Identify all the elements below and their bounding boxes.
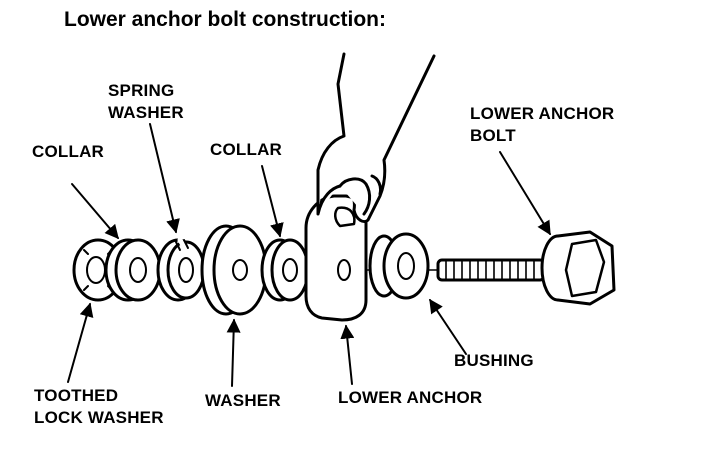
- label-line: TOOTHED: [34, 386, 119, 405]
- label-line: WASHER: [108, 103, 184, 122]
- washer-arrow: [226, 318, 241, 387]
- spring-washer-part: [156, 237, 206, 302]
- label-line: BOLT: [470, 126, 516, 145]
- label-spring-washer: SPRING WASHER: [108, 80, 184, 124]
- label-lower-anchor: LOWER ANCHOR: [338, 388, 483, 407]
- hand-drawing: [316, 52, 436, 224]
- spring-washer-arrow: [149, 123, 180, 234]
- label-collar-left: COLLAR: [32, 142, 105, 161]
- toothed-lock-washer-arrow: [67, 302, 94, 383]
- collar-right-arrow: [261, 165, 284, 238]
- collar-left-arrow: [71, 183, 119, 240]
- label-line: LOWER ANCHOR: [470, 104, 615, 123]
- label-lower-anchor-bolt: LOWER ANCHOR BOLT: [470, 103, 614, 147]
- bolt-threads: [436, 258, 546, 282]
- label-collar-right: COLLAR: [210, 140, 283, 159]
- label-toothed-lock-washer: TOOTHED LOCK WASHER: [34, 385, 164, 429]
- collar-left-part: [104, 238, 162, 302]
- lower-anchor-arrow: [340, 324, 355, 385]
- lower-anchor-bolt-part: [540, 230, 616, 306]
- label-bushing: BUSHING: [454, 351, 534, 370]
- bushing-part: [368, 232, 430, 300]
- washer-part: [200, 224, 268, 316]
- label-line: LOCK WASHER: [34, 408, 164, 427]
- lower-anchor-bolt-arrow: [499, 151, 551, 236]
- diagram-title: Lower anchor bolt construction:: [64, 8, 387, 31]
- bushing-arrow: [429, 298, 467, 355]
- label-washer: WASHER: [205, 391, 281, 410]
- label-line: SPRING: [108, 81, 175, 100]
- collar-right-part: [260, 238, 310, 302]
